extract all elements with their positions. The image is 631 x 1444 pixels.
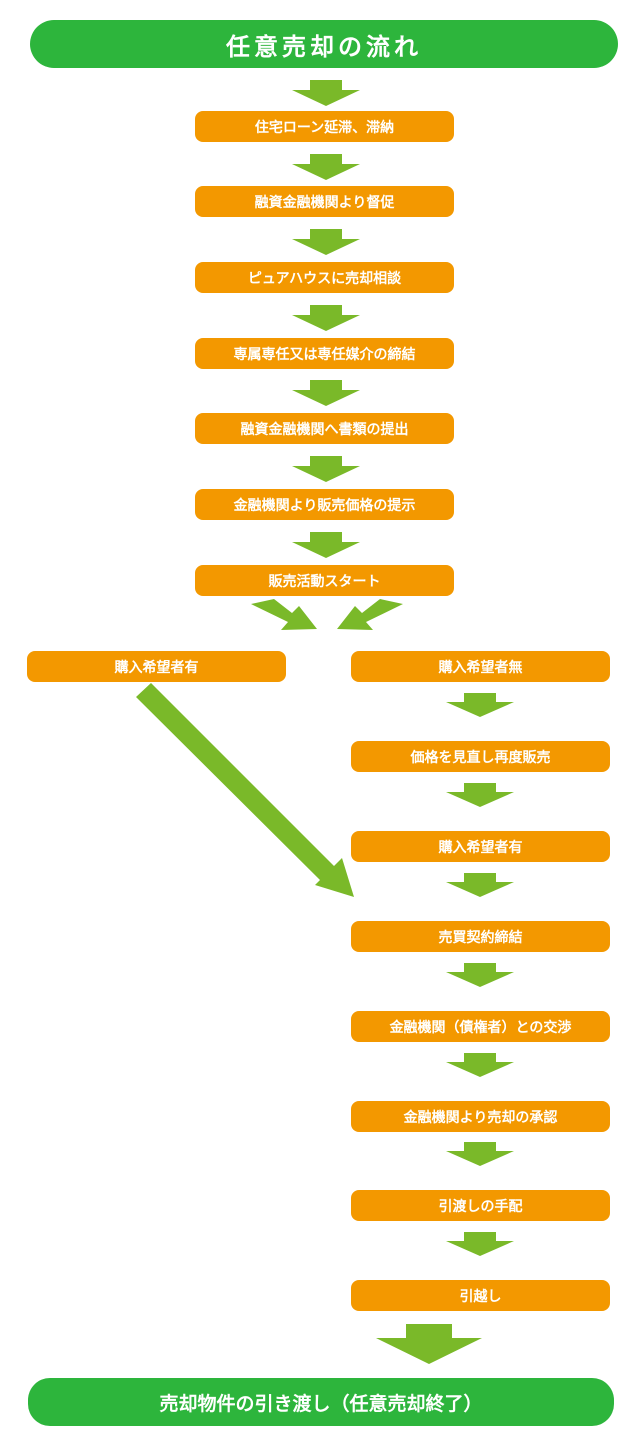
step-box: 金融機関より販売価格の提示	[195, 489, 454, 520]
down-arrow-icon	[292, 532, 360, 558]
down-arrow-icon	[292, 229, 360, 255]
down-arrow-icon	[446, 963, 514, 987]
step-box: 住宅ローン延滞、滞納	[195, 111, 454, 142]
branch-right-box: 売買契約締結	[351, 921, 610, 952]
split-arrow-left-icon	[251, 599, 317, 630]
split-arrow-right-icon	[337, 599, 403, 630]
down-arrow-icon	[446, 1142, 514, 1166]
branch-right-box: 引越し	[351, 1280, 610, 1311]
down-arrow-icon	[446, 1232, 514, 1256]
down-arrow-icon	[446, 1053, 514, 1077]
step-box: 専属専任又は専任媒介の締結	[195, 338, 454, 369]
down-arrow-icon	[446, 873, 514, 897]
final-down-arrow-icon	[376, 1324, 482, 1364]
down-arrow-icon	[292, 305, 360, 331]
final-step: 売却物件の引き渡し（任意売却終了）	[28, 1378, 614, 1426]
branch-right-box: 金融機関より売却の承認	[351, 1101, 610, 1132]
step-box: 融資金融機関へ書類の提出	[195, 413, 454, 444]
diagonal-arrow-icon	[136, 683, 354, 897]
branch-right-box: 価格を見直し再度販売	[351, 741, 610, 772]
down-arrow-icon	[446, 783, 514, 807]
step-box: 融資金融機関より督促	[195, 186, 454, 217]
branch-right-box: 引渡しの手配	[351, 1190, 610, 1221]
down-arrow-icon	[446, 693, 514, 717]
branch-left-box: 購入希望者有	[27, 651, 286, 682]
down-arrow-icon	[292, 80, 360, 106]
branch-right-box: 金融機関（債権者）との交渉	[351, 1011, 610, 1042]
step-box: ピュアハウスに売却相談	[195, 262, 454, 293]
step-box: 販売活動スタート	[195, 565, 454, 596]
down-arrow-icon	[292, 456, 360, 482]
flow-title: 任意売却の流れ	[30, 20, 618, 68]
down-arrow-icon	[292, 154, 360, 180]
down-arrow-icon	[292, 380, 360, 406]
branch-right-box: 購入希望者有	[351, 831, 610, 862]
branch-right-box: 購入希望者無	[351, 651, 610, 682]
